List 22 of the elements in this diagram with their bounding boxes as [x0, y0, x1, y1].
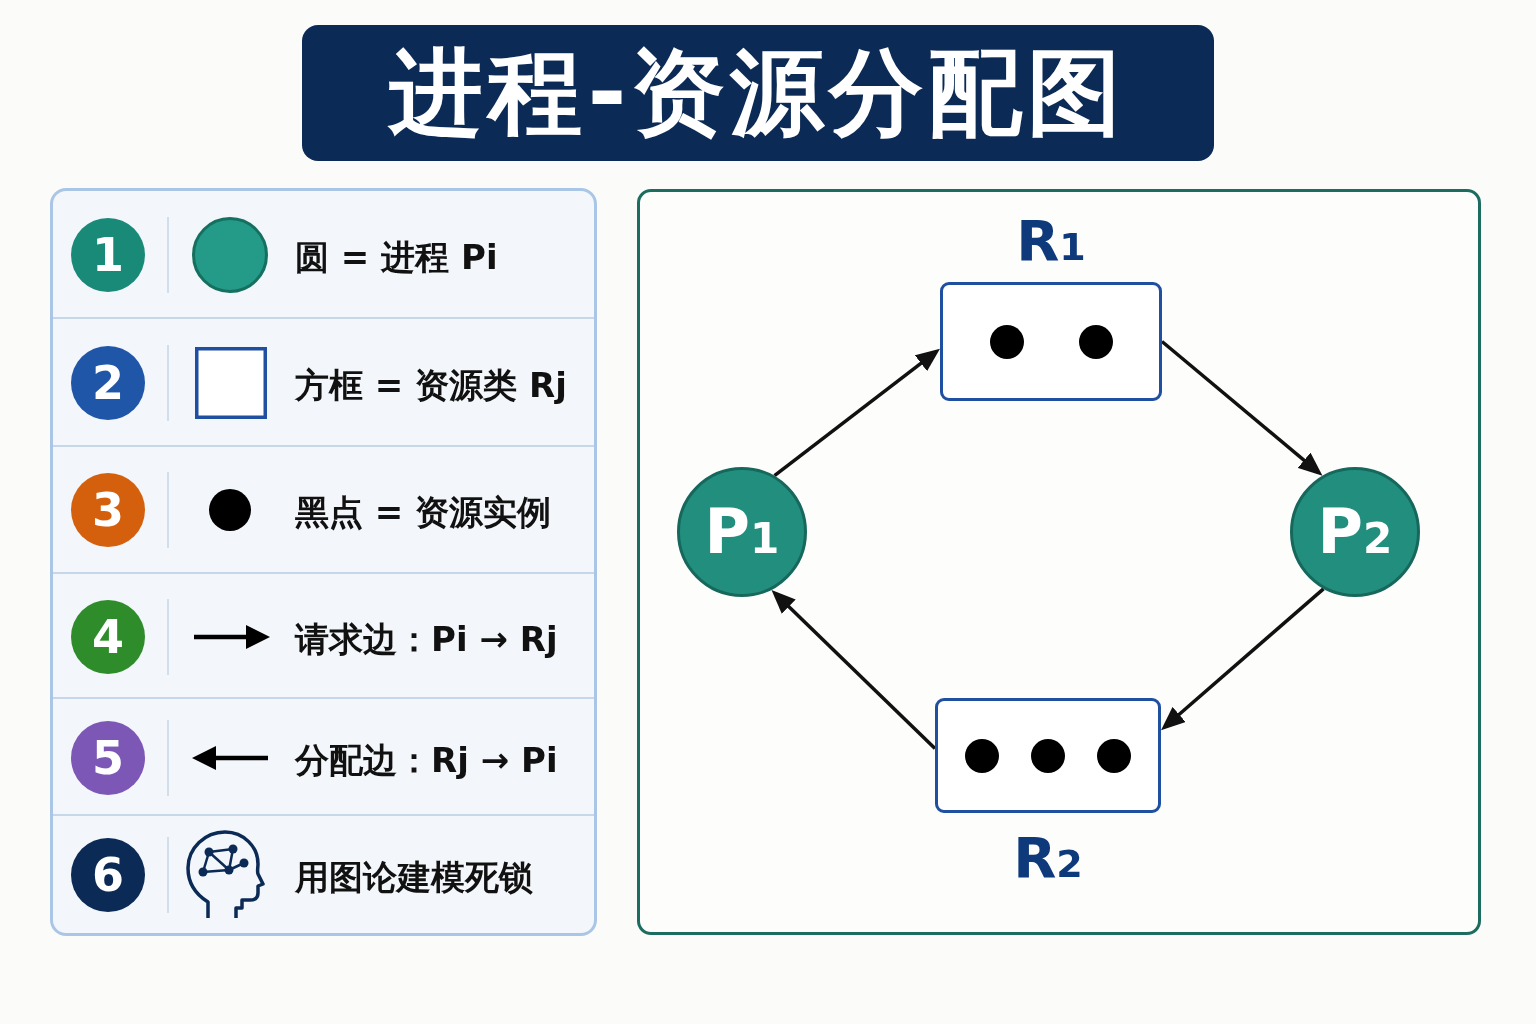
callout-number: 4: [71, 600, 145, 674]
instance-dot: [1078, 324, 1113, 359]
legend-text: 圆 = 进程 Pi: [295, 236, 498, 278]
legend-text: 方框 = 资源类 Rj: [295, 364, 567, 406]
arrow: [773, 348, 940, 478]
title-banner: 进程-资源分配图: [302, 25, 1214, 161]
arrow: [1161, 587, 1325, 731]
legend-text: 黑点 = 资源实例: [295, 491, 552, 533]
legend-text: 分配边：Rj → Pi: [295, 739, 558, 781]
callout-number: 2: [71, 346, 145, 420]
instance-dot: [1097, 738, 1131, 773]
instance-dot: [989, 324, 1024, 359]
instance-dot: [965, 738, 999, 773]
arrow: [771, 589, 937, 750]
legend-text: 请求边：Pi → Rj: [295, 618, 558, 660]
callout-number: 1: [71, 218, 145, 292]
callout-number: 3: [71, 473, 145, 547]
callout-number: 5: [71, 721, 145, 795]
arrow: [1160, 340, 1323, 476]
legend-text: 用图论建模死锁: [295, 856, 533, 898]
instance-dot: [1031, 738, 1065, 773]
callout-number: 6: [71, 838, 145, 912]
